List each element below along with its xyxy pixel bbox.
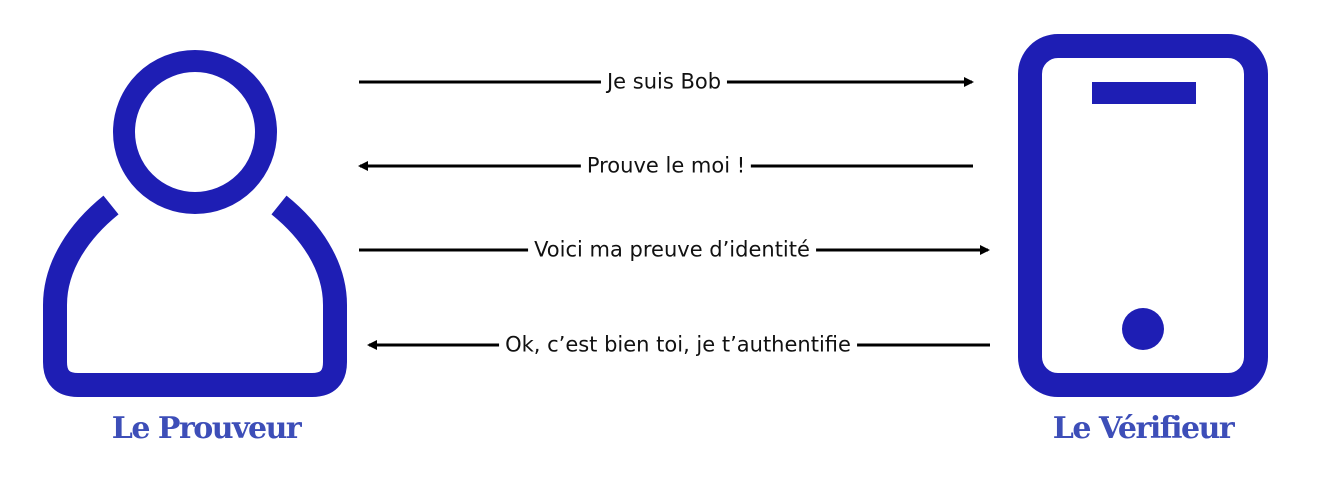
- person-head: [113, 50, 277, 214]
- message-label-4: Ok, c’est bien toi, je t’authentifie: [499, 334, 857, 356]
- message-label-2: Prouve le moi !: [580, 155, 752, 177]
- person-body: [43, 195, 347, 397]
- message-label-1: Je suis Bob: [600, 71, 728, 93]
- person-icon: [43, 50, 347, 397]
- phone-button: [1122, 308, 1164, 350]
- phone-icon: [1018, 34, 1268, 397]
- phone-body: [1018, 34, 1268, 397]
- phone-speaker: [1092, 82, 1196, 104]
- message-label-3: Voici ma preuve d’identité: [528, 239, 816, 261]
- verifier-label: Le Vérifieur: [1052, 411, 1235, 446]
- prover-label: Le Prouveur: [111, 411, 302, 446]
